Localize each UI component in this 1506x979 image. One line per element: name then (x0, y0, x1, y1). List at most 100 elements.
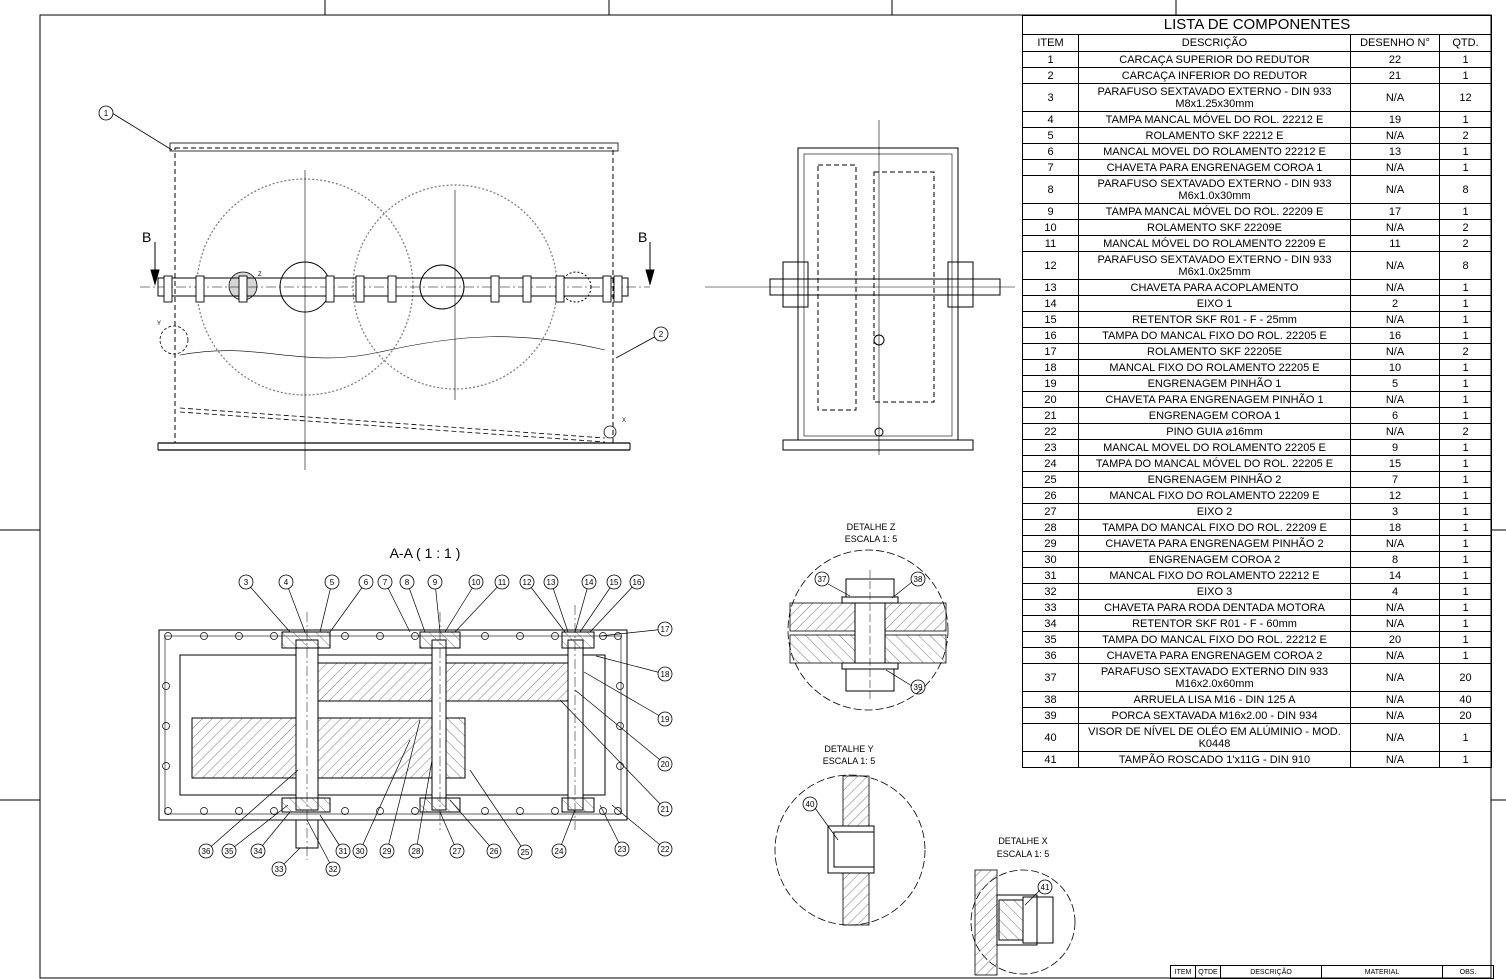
item-balloon: 35 (221, 843, 237, 859)
bom-item-number: 4 (1022, 111, 1079, 128)
item-balloon: 23 (614, 841, 630, 857)
component-list-title: LISTA DE COMPONENTES (1022, 15, 1492, 35)
section-bolt-hole (614, 632, 622, 640)
bolt (522, 275, 532, 303)
balloon-label: 9 (433, 578, 438, 587)
bom-description: CHAVETA PARA ACOPLAMENTO (1078, 279, 1351, 296)
bom-description: ROLAMENTO SKF 22209E (1078, 219, 1351, 236)
bom-item-number: 12 (1022, 251, 1079, 280)
leader-line (415, 759, 433, 852)
bolt (602, 275, 612, 303)
leader-line (589, 581, 638, 633)
bom-item-number: 11 (1022, 235, 1079, 252)
side-view (705, 120, 1015, 455)
bom-item-number: 5 (1022, 127, 1079, 144)
bom-drawing-number: 15 (1350, 455, 1440, 472)
bom-description: MANCAL MOVEL DO ROLAMENTO 22205 E (1078, 439, 1351, 456)
item-balloon: 5 (324, 574, 340, 590)
section-bolt-hole (616, 762, 624, 770)
bom-item-number: 41 (1022, 751, 1079, 768)
balloon-label: 6 (364, 578, 369, 587)
balloon-label: 37 (818, 575, 827, 584)
section-aa-leaders (205, 581, 666, 870)
leader-line (611, 804, 666, 850)
bom-drawing-number: 22 (1350, 51, 1440, 68)
bom-item-number: 17 (1022, 343, 1079, 360)
balloon-label: 2 (659, 330, 664, 339)
item-balloon: 31 (335, 843, 351, 859)
bom-quantity: 1 (1439, 535, 1492, 552)
section-bolt-hole (164, 807, 172, 815)
marker-z: Z (258, 272, 262, 278)
bom-item-number: 10 (1022, 219, 1079, 236)
bom-description: MANCAL FIXO DO ROLAMENTO 22212 E (1078, 567, 1351, 584)
bom-description: MANCAL MÓVEL DO ROLAMENTO 22209 E (1078, 235, 1351, 252)
balloon-label: 39 (914, 683, 923, 692)
section-bolt-hole (341, 807, 349, 815)
section-bolt-hole (411, 632, 419, 640)
section-bolt-hole (235, 632, 243, 640)
bom-quantity: 2 (1439, 423, 1492, 440)
item-balloon: 28 (408, 843, 424, 859)
bom-item-number: 14 (1022, 295, 1079, 312)
bom-item-number: 33 (1022, 599, 1079, 616)
bom-item-number: 16 (1022, 327, 1079, 344)
bom-quantity: 1 (1439, 391, 1492, 408)
bom-quantity: 2 (1439, 127, 1492, 144)
detail-y-scale: ESCALA 1: 5 (823, 756, 876, 766)
bom-drawing-number: 21 (1350, 67, 1440, 84)
bom-item-number: 7 (1022, 159, 1079, 176)
item-balloon: 27 (449, 843, 465, 859)
bom-drawing-number: N/A (1350, 311, 1440, 328)
bom-item-number: 34 (1022, 615, 1079, 632)
balloon-label: 17 (661, 625, 670, 634)
item-balloon: 18 (657, 666, 673, 682)
bom-item-number: 6 (1022, 143, 1079, 160)
leader-line (526, 581, 566, 633)
bom-quantity: 40 (1439, 691, 1492, 708)
bom-drawing-number: N/A (1350, 599, 1440, 616)
bom-quantity: 1 (1439, 359, 1492, 376)
leader-line (359, 739, 411, 852)
item-balloon: 32 (325, 861, 341, 877)
title-block-description: DESCRIÇÃO (1220, 965, 1322, 979)
title-block-obs: OBS. (1442, 965, 1494, 979)
balloon-label: 7 (383, 578, 388, 587)
bom-quantity: 1 (1439, 279, 1492, 296)
balloon-label: 4 (284, 578, 289, 587)
bom-description: ROLAMENTO SKF 22212 E (1078, 127, 1351, 144)
bom-item-number: 29 (1022, 535, 1079, 552)
balloon-label: 32 (329, 865, 338, 874)
item-balloon: 34 (250, 843, 266, 859)
section-bolt-hole (200, 807, 208, 815)
item-balloon: 26 (486, 843, 502, 859)
bom-item-number: 22 (1022, 423, 1079, 440)
bom-description: PARAFUSO SEXTAVADO EXTERNO DIN 933 M16x2… (1078, 663, 1351, 692)
detail-z-scale: ESCALA 1: 5 (845, 534, 898, 544)
balloon-label: 26 (490, 847, 499, 856)
detail-z (787, 549, 949, 711)
bom-item-number: 36 (1022, 647, 1079, 664)
bom-drawing-number: 12 (1350, 487, 1440, 504)
bom-drawing-number: 11 (1350, 235, 1440, 252)
detail-x (970, 869, 1076, 976)
section-bolt-hole (376, 632, 384, 640)
bom-description: RETENTOR SKF R01 - F - 25mm (1078, 311, 1351, 328)
leader-line (559, 699, 666, 810)
balloon-label: 35 (225, 847, 234, 856)
leader-line (454, 581, 503, 633)
item-balloon: 25 (517, 844, 533, 860)
item-balloon: 9 (427, 574, 443, 590)
bom-quantity: 1 (1439, 327, 1492, 344)
section-bolt-hole (270, 632, 278, 640)
